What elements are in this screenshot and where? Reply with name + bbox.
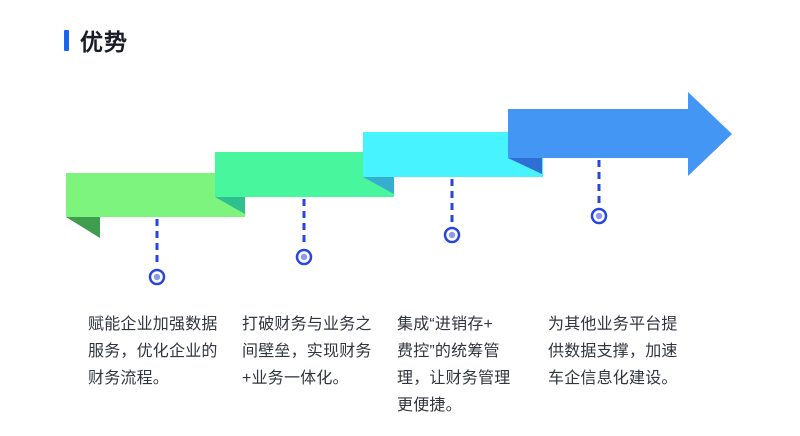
step-3-description: 集成“进销存+ 费控”的统筹管 理，让财务管理 更便捷。 — [397, 316, 511, 414]
ribbon-1-fold — [66, 217, 100, 238]
ribbon-2-fold — [215, 197, 245, 214]
ribbon-3-fold — [363, 177, 394, 194]
step-2-description: 打破财务与业务之 间壁垒，实现财务 +业务一体化。 — [242, 316, 372, 387]
step-1-description: 赋能企业加强数据 服务，优化企业的 财务流程。 — [88, 316, 218, 387]
connector-3 — [443, 179, 461, 244]
page-title: 优势 — [80, 29, 128, 55]
connector-3-marker-dot — [448, 231, 456, 239]
title-accent-bar — [64, 29, 69, 51]
connector-1-marker-dot — [153, 273, 161, 281]
connector-4 — [590, 160, 608, 225]
ribbon-4-arrow-shape — [508, 92, 732, 176]
step-4-ribbon — [508, 92, 732, 176]
section-header: 优势 — [64, 23, 128, 57]
connector-2-marker-dot — [300, 253, 308, 261]
connector-1 — [148, 219, 166, 286]
step-4-description: 为其他业务平台提 供数据支撑，加速 车企信息化建设。 — [548, 316, 678, 387]
connector-4-marker-dot — [595, 212, 603, 220]
ribbon-4-fold — [508, 158, 542, 174]
connector-2 — [295, 199, 313, 266]
